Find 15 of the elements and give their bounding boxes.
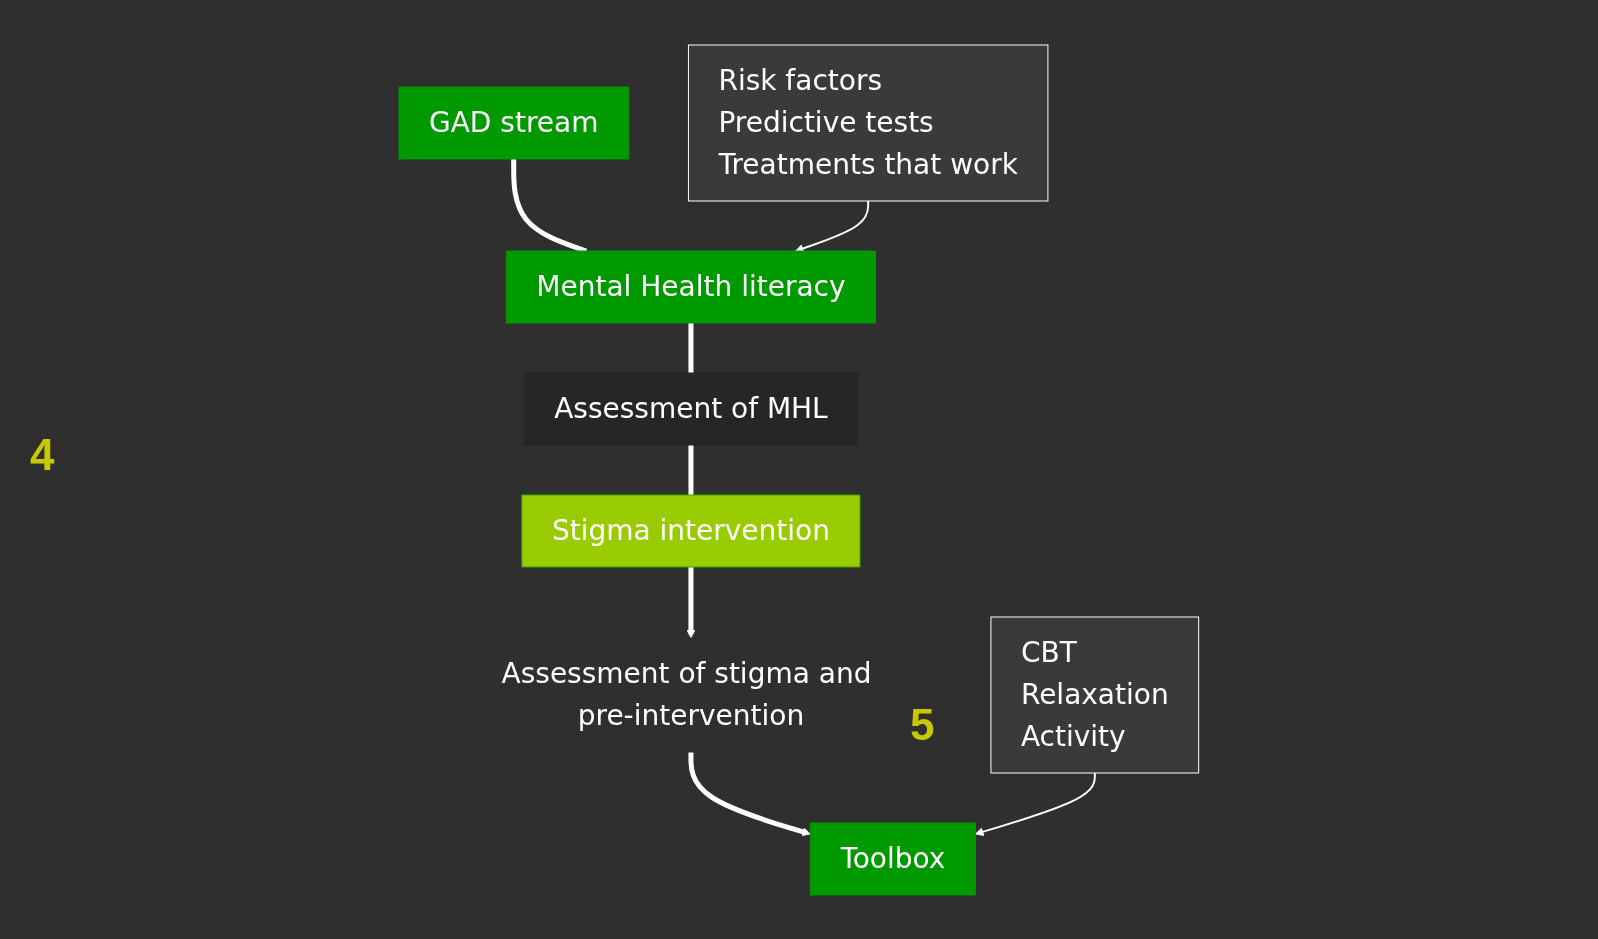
node-box: Mental Health literacy	[506, 250, 877, 323]
step-number: 4	[30, 430, 55, 480]
node-box: Stigma intervention	[521, 494, 861, 567]
connector	[688, 444, 694, 495]
node-box: Toolbox	[810, 822, 977, 895]
arrow	[686, 566, 696, 638]
node-text: Assessment of stigma and pre-intervention	[501, 656, 872, 732]
connector	[688, 322, 694, 373]
node-box: GAD stream	[398, 86, 630, 159]
node-box: Risk factors Predictive tests Treatments that work	[688, 44, 1049, 201]
node-box: CBT Relaxation Activity	[990, 616, 1200, 773]
arrow	[975, 771, 1096, 836]
step-number: 5	[910, 700, 935, 750]
arrow	[688, 751, 811, 836]
node-box: Assessment of MHL	[523, 372, 859, 445]
